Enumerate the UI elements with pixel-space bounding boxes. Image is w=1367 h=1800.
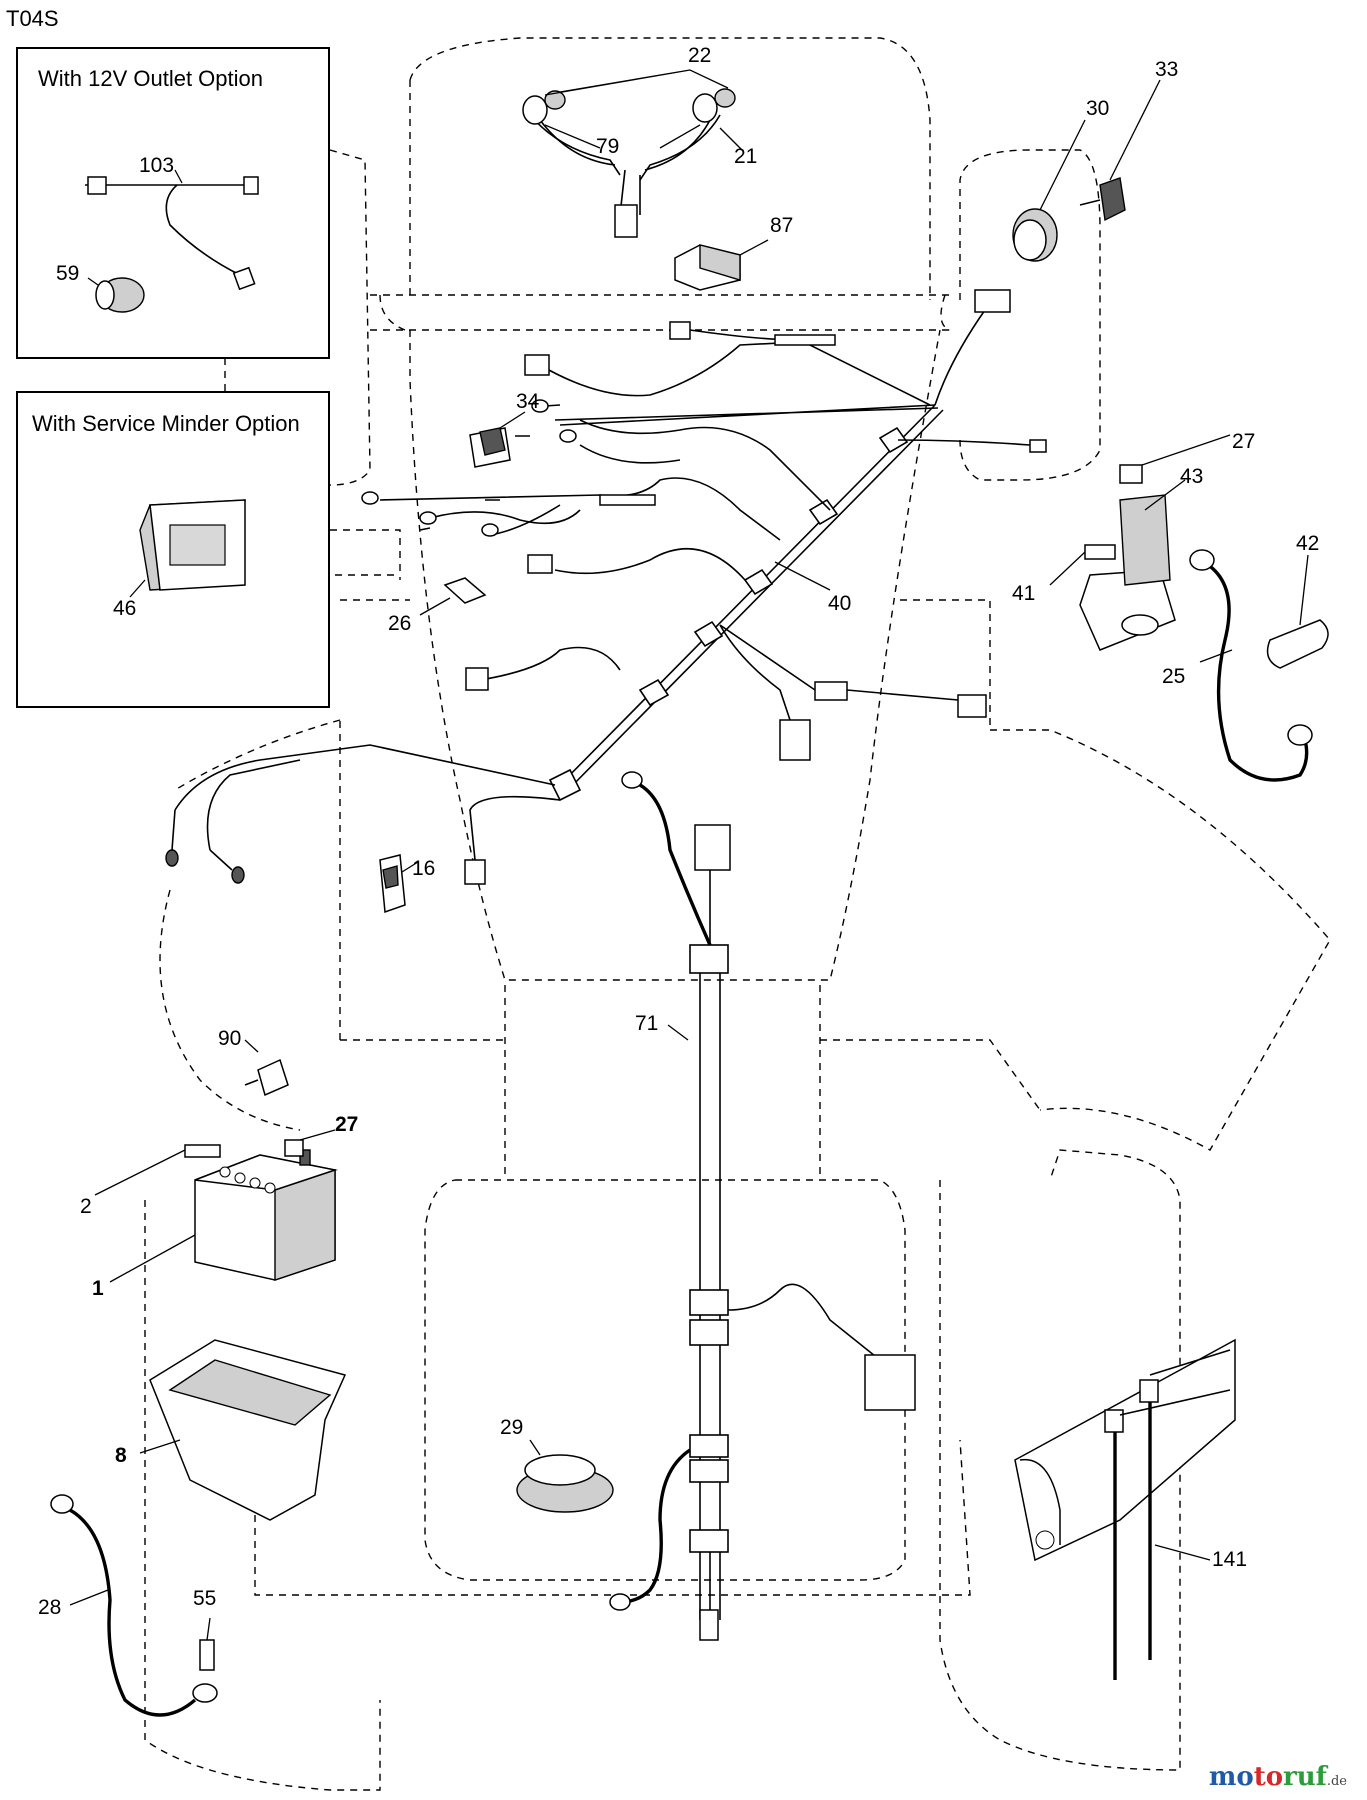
motoruf-watermark: motoruf.de [1208, 1762, 1347, 1792]
callout-30: 30 [1086, 97, 1109, 120]
engine-harness-plug [694, 824, 731, 871]
outlet-connector-left [87, 176, 107, 195]
callout-59: 59 [56, 262, 79, 285]
harness-connector-c [1029, 439, 1047, 453]
callout-34: 34 [516, 390, 540, 413]
callout-46: 46 [113, 597, 136, 620]
headlight-bulb-left-icon [522, 90, 566, 125]
callout-41: 41 [1012, 582, 1035, 605]
callout-2: 2 [80, 1195, 92, 1218]
harness-connector-a [669, 321, 691, 340]
outlet-connector-right [243, 176, 259, 195]
pto-switch-icon [469, 411, 526, 468]
tractor-outline [144, 37, 1331, 1791]
callout-33: 33 [1155, 58, 1178, 81]
fuse-icon [419, 577, 487, 616]
callout-28: 28 [38, 1596, 61, 1619]
callout-25: 25 [1162, 665, 1185, 688]
harness-connector-top [974, 289, 1011, 313]
headlight-plug [614, 204, 638, 238]
ignition-key-icon [1079, 79, 1161, 222]
outlet-option-title: With 12V Outlet Option [38, 66, 263, 91]
callout-87: 87 [770, 214, 793, 237]
battery-bolt-icon [94, 1129, 336, 1196]
callout-103: 103 [139, 154, 174, 177]
service-minder-inset: With Service Minder Option 46 [16, 391, 330, 708]
harness-connector-i [957, 694, 987, 718]
callout-26: 26 [388, 612, 411, 635]
engine-harness-connector [864, 1354, 916, 1411]
harness-fuse-holder [774, 334, 836, 346]
battery-cable-positive [1189, 549, 1313, 782]
bolt-icon [1049, 544, 1116, 586]
callout-141: 141 [1212, 1548, 1247, 1571]
callout-55: 55 [193, 1587, 216, 1610]
callout-42: 42 [1296, 532, 1319, 555]
battery-icon [109, 1149, 338, 1283]
headlight-bulb-right-icon [692, 88, 736, 123]
diode-connector-icon [244, 1039, 289, 1097]
callout-16: 16 [412, 857, 435, 880]
callout-8: 8 [115, 1444, 127, 1467]
terminal-boot-icon [1266, 554, 1329, 669]
grommet-icon [516, 1439, 614, 1513]
headlight-harness [522, 69, 743, 238]
engine-harness-end-plug [699, 1609, 719, 1641]
harness-resistor [599, 494, 656, 506]
harness-connector-e [465, 667, 489, 691]
outlet-terminal [232, 266, 256, 291]
callout-90: 90 [218, 1027, 241, 1050]
bracket-assembly-icon [1014, 1338, 1236, 1680]
diagram-code: T04S [6, 6, 59, 31]
callout-79: 79 [596, 135, 619, 158]
battery-cable-ground [50, 1494, 218, 1717]
engine-harness [609, 771, 916, 1641]
callout-27-battery: 27 [335, 1113, 358, 1136]
callout-22: 22 [688, 44, 711, 67]
starter-solenoid-icon [1079, 434, 1231, 651]
harness-connector-b [524, 354, 550, 376]
hour-meter-icon [139, 499, 246, 591]
callout-27-top: 27 [1232, 430, 1255, 453]
battery-tray-icon [139, 1339, 347, 1521]
harness-connector-d [527, 554, 553, 574]
seat-switch-icon [379, 854, 419, 914]
service-minder-title: With Service Minder Option [32, 411, 300, 436]
relay-icon [674, 239, 769, 291]
callout-29: 29 [500, 1416, 523, 1439]
harness-connector-f [464, 859, 486, 885]
power-outlet-icon [87, 277, 145, 313]
outlet-option-inset: With 12V Outlet Option 103 59 [16, 47, 330, 359]
callout-40: 40 [828, 592, 851, 615]
main-wire-harness [165, 289, 1047, 885]
harness-connector-h [814, 681, 848, 701]
callout-21: 21 [734, 145, 757, 168]
callout-71: 71 [635, 1012, 658, 1035]
harness-connector-g [779, 719, 811, 761]
callout-1: 1 [92, 1277, 104, 1300]
callout-43: 43 [1180, 465, 1203, 488]
screw-icon [199, 1617, 215, 1671]
ignition-switch-icon [1012, 119, 1086, 262]
